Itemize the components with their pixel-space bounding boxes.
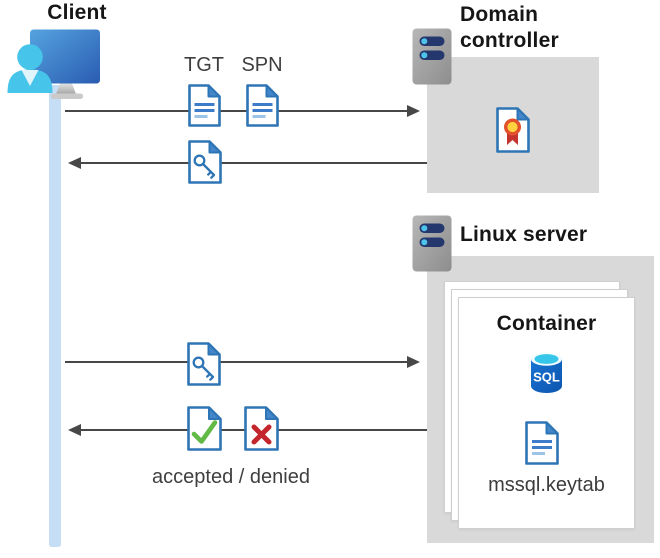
client-lifeline bbox=[49, 85, 61, 547]
client-workstation-icon bbox=[6, 28, 102, 102]
arrow-client-to-linux bbox=[65, 361, 408, 363]
domain-controller-label: Domain controller bbox=[460, 3, 559, 52]
arrowhead-left-icon bbox=[68, 157, 81, 169]
linux-server-icon bbox=[412, 215, 452, 272]
tgt-document-icon bbox=[186, 83, 223, 128]
accepted-document-icon bbox=[185, 405, 224, 452]
accepted-denied-label: accepted / denied bbox=[152, 466, 310, 488]
ticket-key-document-icon bbox=[185, 341, 223, 387]
spn-label: SPN bbox=[241, 54, 283, 76]
arrow-client-to-dc bbox=[65, 110, 408, 112]
denied-document-icon bbox=[242, 405, 281, 452]
container-label: Container bbox=[496, 312, 597, 335]
arrow-dc-to-client bbox=[81, 162, 427, 164]
ticket-key-document-icon bbox=[186, 139, 224, 185]
linux-server-label: Linux server bbox=[460, 223, 588, 246]
sql-badge-text: SQL bbox=[533, 370, 560, 385]
client-label: Client bbox=[47, 1, 107, 24]
tgt-label: TGT bbox=[184, 54, 224, 76]
arrowhead-right-icon bbox=[407, 105, 420, 117]
container-page: Container SQL mssql.keytab bbox=[458, 297, 635, 529]
spn-document-icon bbox=[244, 83, 281, 128]
domain-controller-server-icon bbox=[412, 28, 452, 85]
arrowhead-left-icon bbox=[68, 424, 81, 436]
keytab-document-icon bbox=[523, 420, 561, 466]
certificate-icon bbox=[494, 106, 532, 155]
sql-database-icon: SQL bbox=[528, 350, 565, 395]
arrowhead-right-icon bbox=[407, 356, 420, 368]
keytab-label: mssql.keytab bbox=[488, 474, 605, 496]
